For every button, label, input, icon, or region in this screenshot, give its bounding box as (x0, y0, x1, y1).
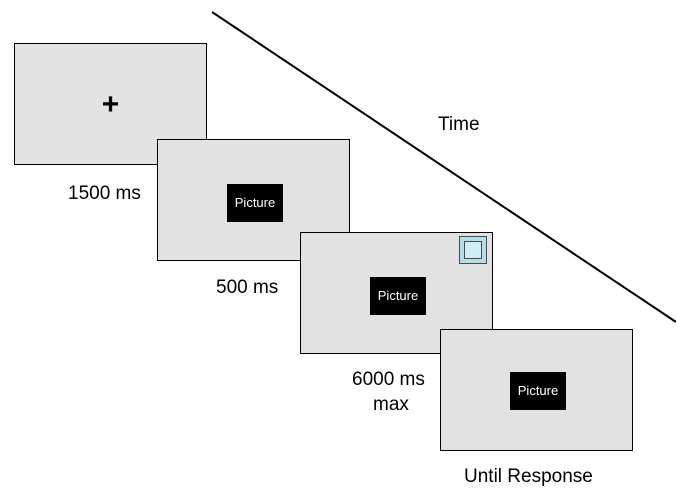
until-response-label: Until Response (464, 466, 593, 487)
duration-label-6000: 6000 ms (352, 369, 425, 390)
duration-label-max: max (373, 394, 409, 415)
picture-stimulus: Picture (510, 372, 566, 410)
duration-label-1500: 1500 ms (68, 183, 141, 204)
picture-screen-3: Picture (440, 329, 633, 451)
time-label: Time (438, 114, 480, 135)
fixation-cross: + (101, 88, 120, 121)
response-square-inner (464, 241, 482, 259)
duration-label-500: 500 ms (216, 277, 279, 298)
picture-stimulus: Picture (370, 277, 426, 315)
response-square-icon (459, 236, 487, 264)
picture-stimulus: Picture (227, 184, 283, 222)
